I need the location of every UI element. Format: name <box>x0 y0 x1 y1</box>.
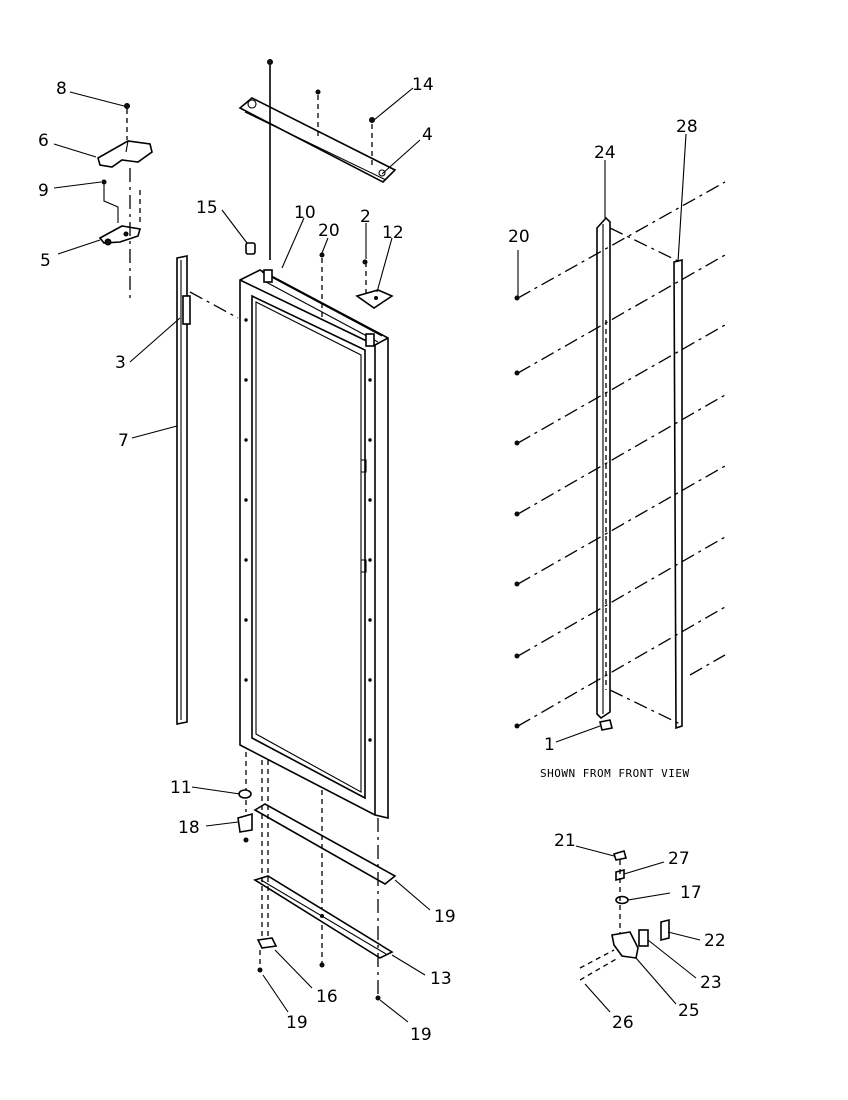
callout-26: 26 <box>612 1013 634 1033</box>
callout-20-left: 20 <box>318 221 340 241</box>
callout-18: 18 <box>178 818 200 838</box>
callout-20-right: 20 <box>508 227 530 247</box>
door-panel <box>239 242 394 820</box>
callout-6: 6 <box>38 131 49 151</box>
callout-4: 4 <box>422 125 433 145</box>
callout-16: 16 <box>316 987 338 1007</box>
callout-27: 27 <box>668 849 690 869</box>
view-caption: SHOWN FROM FRONT VIEW <box>540 767 690 780</box>
callout-24: 24 <box>594 143 616 163</box>
top-hinge-assembly <box>97 103 153 300</box>
bottom-rail <box>253 760 394 1001</box>
callout-13: 13 <box>430 969 452 989</box>
callout-2: 2 <box>360 207 371 227</box>
callout-labels: 8 6 9 5 14 4 15 10 20 2 12 3 7 11 18 19 … <box>38 75 726 1045</box>
callout-25: 25 <box>678 1001 700 1021</box>
callout-19-bottom-left: 19 <box>286 1013 308 1033</box>
callout-22: 22 <box>704 931 726 951</box>
callout-9: 9 <box>38 181 49 201</box>
callout-19-bottom-right: 19 <box>410 1025 432 1045</box>
callout-5: 5 <box>40 251 51 271</box>
trim-strip-assembly <box>514 181 726 731</box>
callout-21: 21 <box>554 831 576 851</box>
callout-14: 14 <box>412 75 434 95</box>
bottom-hinge-assembly <box>237 752 253 843</box>
callout-7: 7 <box>118 431 129 451</box>
leader-lines <box>53 87 701 1023</box>
rivet-row-left <box>244 318 248 682</box>
hinge-bracket-part <box>97 140 153 168</box>
callout-19-right: 19 <box>434 907 456 927</box>
rivet-row-right <box>368 378 372 742</box>
callout-15: 15 <box>196 198 218 218</box>
callout-12: 12 <box>382 223 404 243</box>
hinge-detail-assembly <box>579 850 670 981</box>
top-channel-assembly <box>238 59 397 260</box>
callout-17: 17 <box>680 883 702 903</box>
callout-23: 23 <box>700 973 722 993</box>
callout-3: 3 <box>115 353 126 373</box>
gasket-strip <box>176 255 239 725</box>
callout-1: 1 <box>544 735 555 755</box>
callout-10: 10 <box>294 203 316 223</box>
callout-11: 11 <box>170 778 192 798</box>
callout-28: 28 <box>676 117 698 137</box>
callout-8: 8 <box>56 79 67 99</box>
